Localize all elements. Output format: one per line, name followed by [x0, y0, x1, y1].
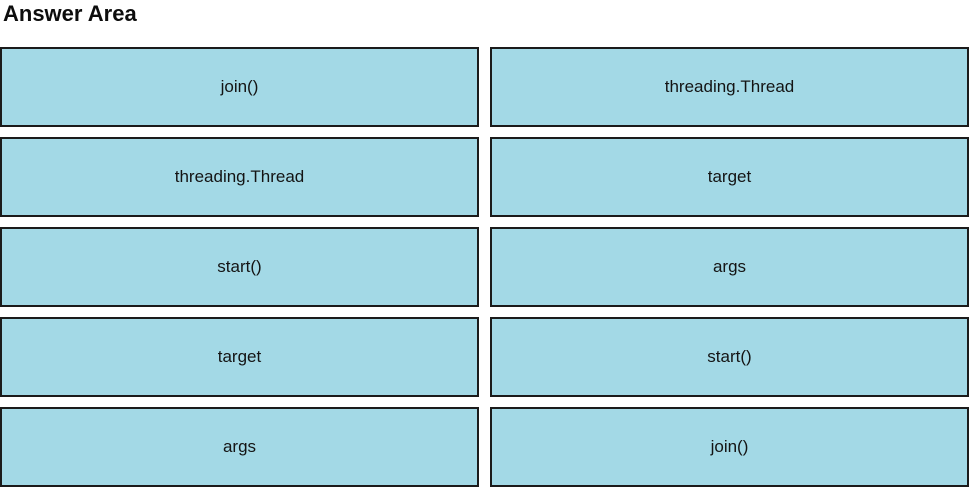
answer-option-label: join() [220, 77, 259, 96]
answer-option-right-1[interactable]: threading.Thread [490, 47, 969, 127]
answer-option-label: args [222, 437, 257, 456]
answer-option-left-3[interactable]: start() [0, 227, 479, 307]
answer-options-grid: join() threading.Thread threading.Thread… [0, 47, 969, 487]
answer-area-title: Answer Area [3, 1, 137, 26]
answer-option-label: target [707, 167, 752, 186]
answer-option-left-1[interactable]: join() [0, 47, 479, 127]
answer-option-left-2[interactable]: threading.Thread [0, 137, 479, 217]
answer-option-label: join() [710, 437, 749, 456]
answer-option-right-2[interactable]: target [490, 137, 969, 217]
answer-option-left-5[interactable]: args [0, 407, 479, 487]
answer-option-label: target [217, 347, 262, 366]
answer-option-right-3[interactable]: args [490, 227, 969, 307]
answer-option-label: threading.Thread [174, 167, 305, 186]
answer-option-right-4[interactable]: start() [490, 317, 969, 397]
answer-option-left-4[interactable]: target [0, 317, 479, 397]
answer-option-label: args [712, 257, 747, 276]
answer-option-label: start() [217, 257, 262, 276]
answer-option-label: threading.Thread [664, 77, 795, 96]
answer-option-right-5[interactable]: join() [490, 407, 969, 487]
answer-option-label: start() [707, 347, 752, 366]
